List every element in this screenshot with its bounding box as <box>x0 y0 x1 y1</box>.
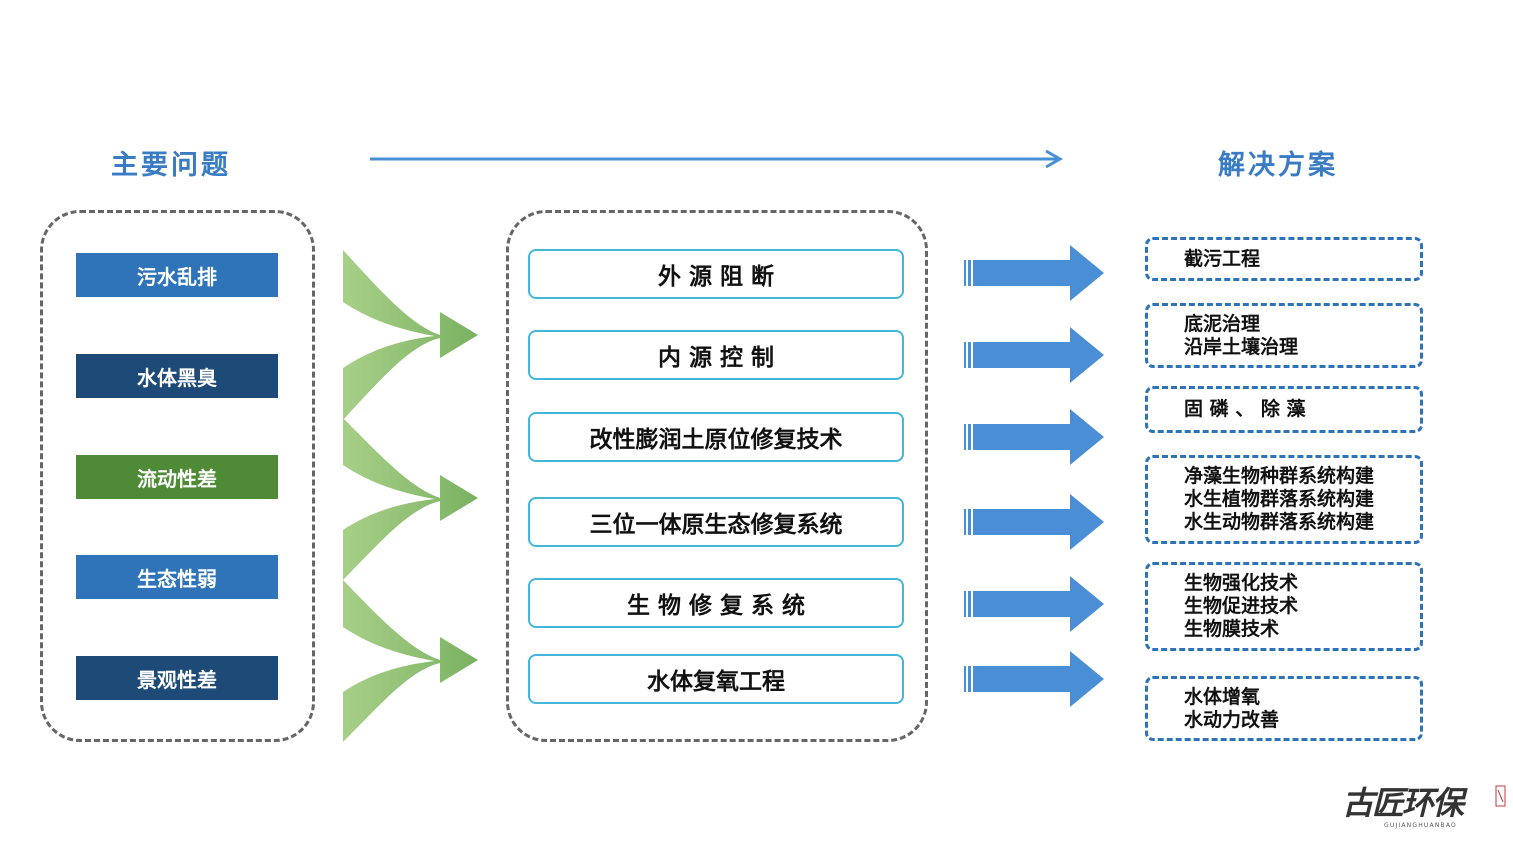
problems-frame <box>40 210 315 742</box>
blue-block-arrow-icon <box>964 409 1104 465</box>
problem-box-4: 生态性弱 <box>76 555 278 599</box>
problem-box-5: 景观性差 <box>76 656 278 700</box>
method-box-2: 内 源 控 制 <box>528 330 904 380</box>
solution-line: 净藻生物种群系统构建 <box>1184 465 1375 487</box>
solution-box-6: 水体增氧 水动力改善 <box>1145 676 1423 741</box>
problems-heading: 主要问题 <box>111 150 231 181</box>
problem-box-2: 水体黑臭 <box>76 354 278 398</box>
blue-block-arrow-icon <box>964 651 1104 707</box>
green-chevron-arrow-icon <box>343 250 478 420</box>
long-arrow-right-icon <box>370 149 1064 169</box>
method-box-4: 三位一体原生态修复系统 <box>528 497 904 547</box>
method-box-5: 生 物 修 复 系 统 <box>528 578 904 628</box>
svg-text:GUJIANGHUANBAO: GUJIANGHUANBAO <box>1384 822 1457 829</box>
blue-block-arrow-icon <box>964 327 1104 383</box>
method-box-3: 改性膨润土原位修复技术 <box>528 412 904 462</box>
solution-line: 生物强化技术 <box>1184 572 1299 594</box>
solution-line: 截污工程 <box>1184 247 1261 270</box>
problem-box-3: 流动性差 <box>76 455 278 499</box>
solution-line: 水动力改善 <box>1184 708 1280 731</box>
blue-block-arrow-icon <box>964 245 1104 301</box>
solution-line: 水生植物群落系统构建 <box>1184 488 1375 510</box>
method-box-1: 外 源 阻 断 <box>528 249 904 299</box>
problem-box-1: 污水乱排 <box>76 253 278 297</box>
solution-box-3: 固 磷 、 除 藻 <box>1145 386 1423 433</box>
solution-box-2: 底泥治理 沿岸土壤治理 <box>1145 303 1423 368</box>
solution-line: 生物促进技术 <box>1184 595 1299 617</box>
solution-box-1: 截污工程 <box>1145 237 1423 281</box>
svg-text:古匠环保: 古匠环保 <box>1342 784 1468 822</box>
solution-line: 水生动物群落系统构建 <box>1184 511 1375 533</box>
methods-frame <box>506 210 928 742</box>
green-chevron-arrow-icon <box>343 580 478 742</box>
solution-line: 底泥治理 <box>1184 312 1261 335</box>
solution-box-5: 生物强化技术 生物促进技术 生物膜技术 <box>1145 562 1423 651</box>
method-box-6: 水体复氧工程 <box>528 654 904 704</box>
blue-block-arrow-icon <box>964 576 1104 632</box>
solution-line: 生物膜技术 <box>1184 618 1280 640</box>
solution-line: 沿岸土壤治理 <box>1184 335 1299 358</box>
solution-line: 固 磷 、 除 藻 <box>1184 398 1306 420</box>
green-chevron-arrows <box>343 250 478 742</box>
company-logo: 古匠环保 GUJIANGHUANBAO <box>1342 784 1506 829</box>
solutions-heading: 解决方案 <box>1218 150 1338 181</box>
blue-block-arrow-icon <box>964 494 1104 550</box>
solution-line: 水体增氧 <box>1184 685 1261 708</box>
green-chevron-arrow-icon <box>343 418 478 580</box>
solution-box-4: 净藻生物种群系统构建 水生植物群落系统构建 水生动物群落系统构建 <box>1145 455 1423 544</box>
